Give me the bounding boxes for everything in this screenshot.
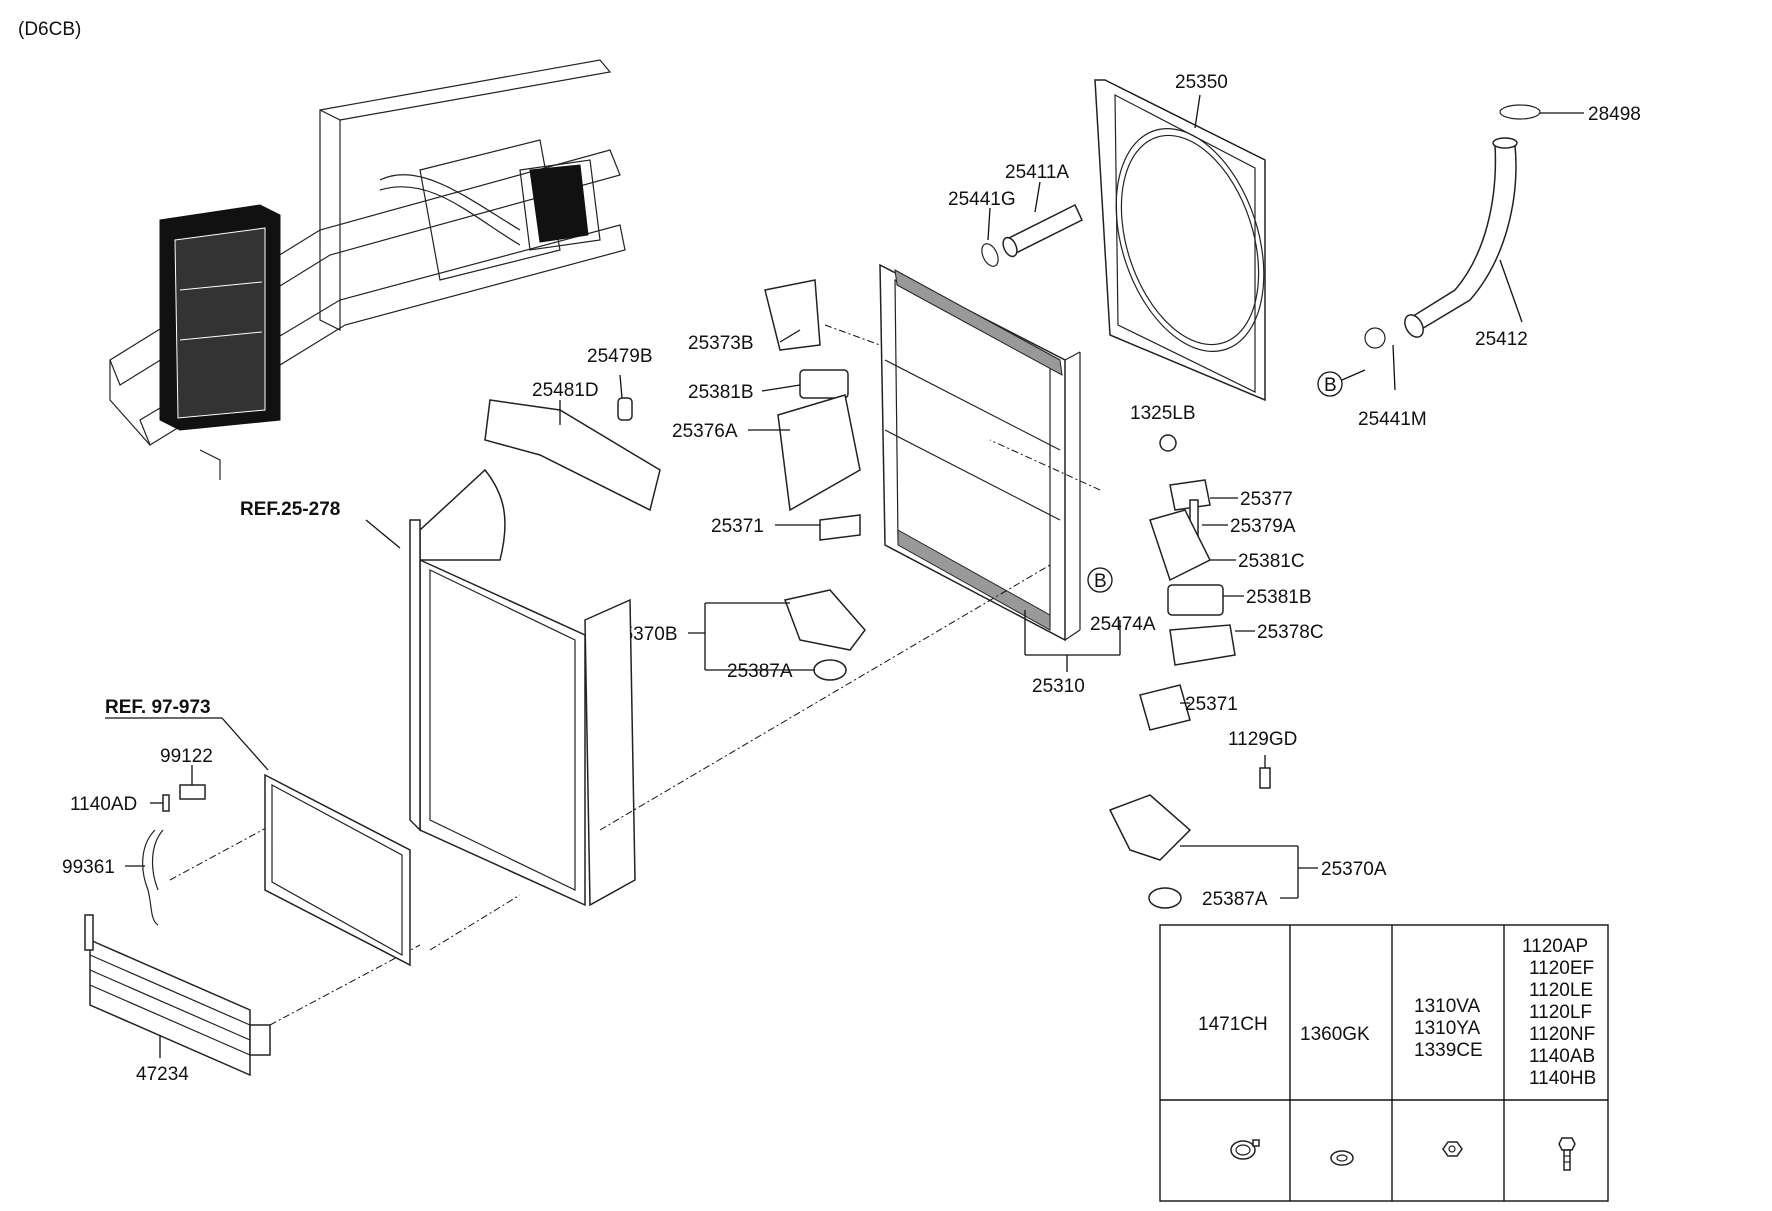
- callout-25387A-bottom: 25387A: [1202, 889, 1268, 910]
- callout-25381C: 25381C: [1238, 551, 1305, 572]
- callout-25412: 25412: [1475, 329, 1528, 350]
- callout-25381B-right: 25381B: [1246, 587, 1312, 608]
- table-col4-code-4: 1120LF: [1529, 1002, 1592, 1023]
- table-col4-code-1: 1120AP: [1522, 936, 1588, 957]
- callout-25373B: 25373B: [688, 333, 754, 354]
- table-col4-code-3: 1120LE: [1529, 980, 1593, 1001]
- callout-25377: 25377: [1240, 489, 1293, 510]
- nut-icon: [1442, 1141, 1463, 1157]
- table-col4-code-7: 1140HB: [1529, 1068, 1596, 1089]
- callout-1140AD: 1140AD: [70, 794, 137, 815]
- circle-b-upper: B: [1324, 375, 1337, 396]
- ref-97-973: REF. 97-973: [105, 697, 211, 718]
- table-col4-code-6: 1140AB: [1529, 1046, 1595, 1067]
- callout-25441M: 25441M: [1358, 409, 1427, 430]
- intercooler: [409, 468, 636, 907]
- left-upper-bracket: [764, 279, 866, 681]
- hose-clamp-icon: [1230, 1139, 1260, 1160]
- callout-99122: 99122: [160, 746, 213, 767]
- callout-25371-top: 25371: [711, 516, 764, 537]
- callout-99361: 99361: [62, 857, 115, 878]
- bolt-icon: [1558, 1137, 1576, 1171]
- condenser-fittings: [142, 784, 206, 926]
- circle-b-lower: B: [1094, 571, 1107, 592]
- table-col2-code-1: 1360GK: [1300, 1024, 1370, 1045]
- ref-25-278: REF.25-278: [240, 499, 340, 520]
- callout-25370A: 25370A: [1321, 859, 1387, 880]
- callout-25481D: 25481D: [532, 380, 599, 401]
- table-col4-code-5: 1120NF: [1529, 1024, 1595, 1045]
- callout-28498: 28498: [1588, 104, 1641, 125]
- callout-25378C: 25378C: [1257, 622, 1324, 643]
- callout-47234: 47234: [136, 1064, 189, 1085]
- fan-shroud: [1094, 79, 1266, 402]
- callout-1129GD: 1129GD: [1228, 729, 1297, 750]
- callout-25474A: 25474A: [1090, 614, 1156, 635]
- vehicle-frame-illustration: [109, 59, 626, 480]
- callout-25379A: 25379A: [1230, 516, 1296, 537]
- callout-25381B-top: 25381B: [688, 382, 754, 403]
- air-baffle: [484, 397, 661, 512]
- callout-1325LB: 1325LB: [1130, 403, 1196, 424]
- radiator: [879, 263, 1081, 642]
- callout-25376A: 25376A: [672, 421, 738, 442]
- upper-hose: [1364, 104, 1541, 349]
- oil-cooler: [84, 914, 271, 1077]
- lower-hose: [981, 203, 1083, 267]
- callout-25411A: 25411A: [1005, 162, 1069, 183]
- condenser: [264, 773, 411, 967]
- table-col3-code-2: 1310YA: [1414, 1018, 1481, 1039]
- table-col3-code-3: 1339CE: [1414, 1040, 1483, 1061]
- callout-25350: 25350: [1175, 72, 1228, 93]
- table-col3-code-1: 1310VA: [1414, 996, 1481, 1017]
- callout-25441G: 25441G: [948, 189, 1016, 210]
- callout-25310: 25310: [1032, 676, 1085, 697]
- table-col4-code-2: 1120EF: [1529, 958, 1594, 979]
- right-bracket-stack: [1108, 434, 1271, 909]
- table-col1-code-1: 1471CH: [1198, 1014, 1268, 1035]
- callout-25371-bottom: 25371: [1185, 694, 1238, 715]
- callout-25479B: 25479B: [587, 346, 653, 367]
- fastener-table: 1471CH 1360GK 1310VA 1310YA 1339CE 1120A…: [1159, 924, 1609, 1202]
- callout-25387A-top: 25387A: [727, 661, 793, 682]
- engine-code: (D6CB): [18, 19, 81, 40]
- washer-icon: [1330, 1150, 1354, 1166]
